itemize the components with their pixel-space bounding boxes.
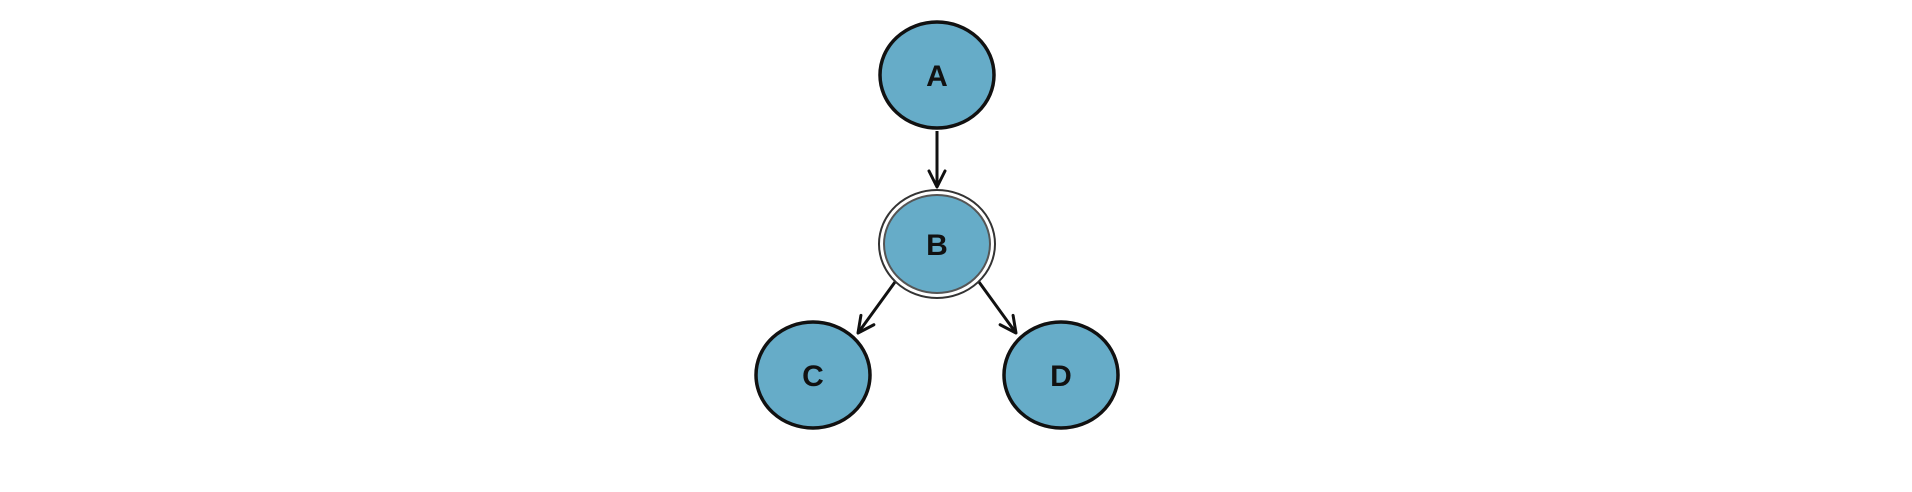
node-b-label: B — [926, 229, 948, 262]
node-d-circle — [1002, 320, 1120, 430]
node-b-circle — [883, 194, 991, 294]
node-a-label: A — [926, 60, 948, 93]
node-b: B — [878, 189, 996, 299]
node-b-outer-ring — [878, 189, 996, 299]
edge-b-to-c — [856, 281, 897, 335]
edges — [856, 131, 1018, 335]
node-a: A — [878, 20, 996, 130]
node-c-label: C — [802, 360, 824, 393]
node-d: D — [1002, 320, 1120, 430]
node-d-label: D — [1050, 360, 1072, 393]
node-c-circle — [754, 320, 872, 430]
node-c: C — [754, 320, 872, 430]
node-a-circle — [878, 20, 996, 130]
edge-b-to-d — [977, 281, 1018, 335]
